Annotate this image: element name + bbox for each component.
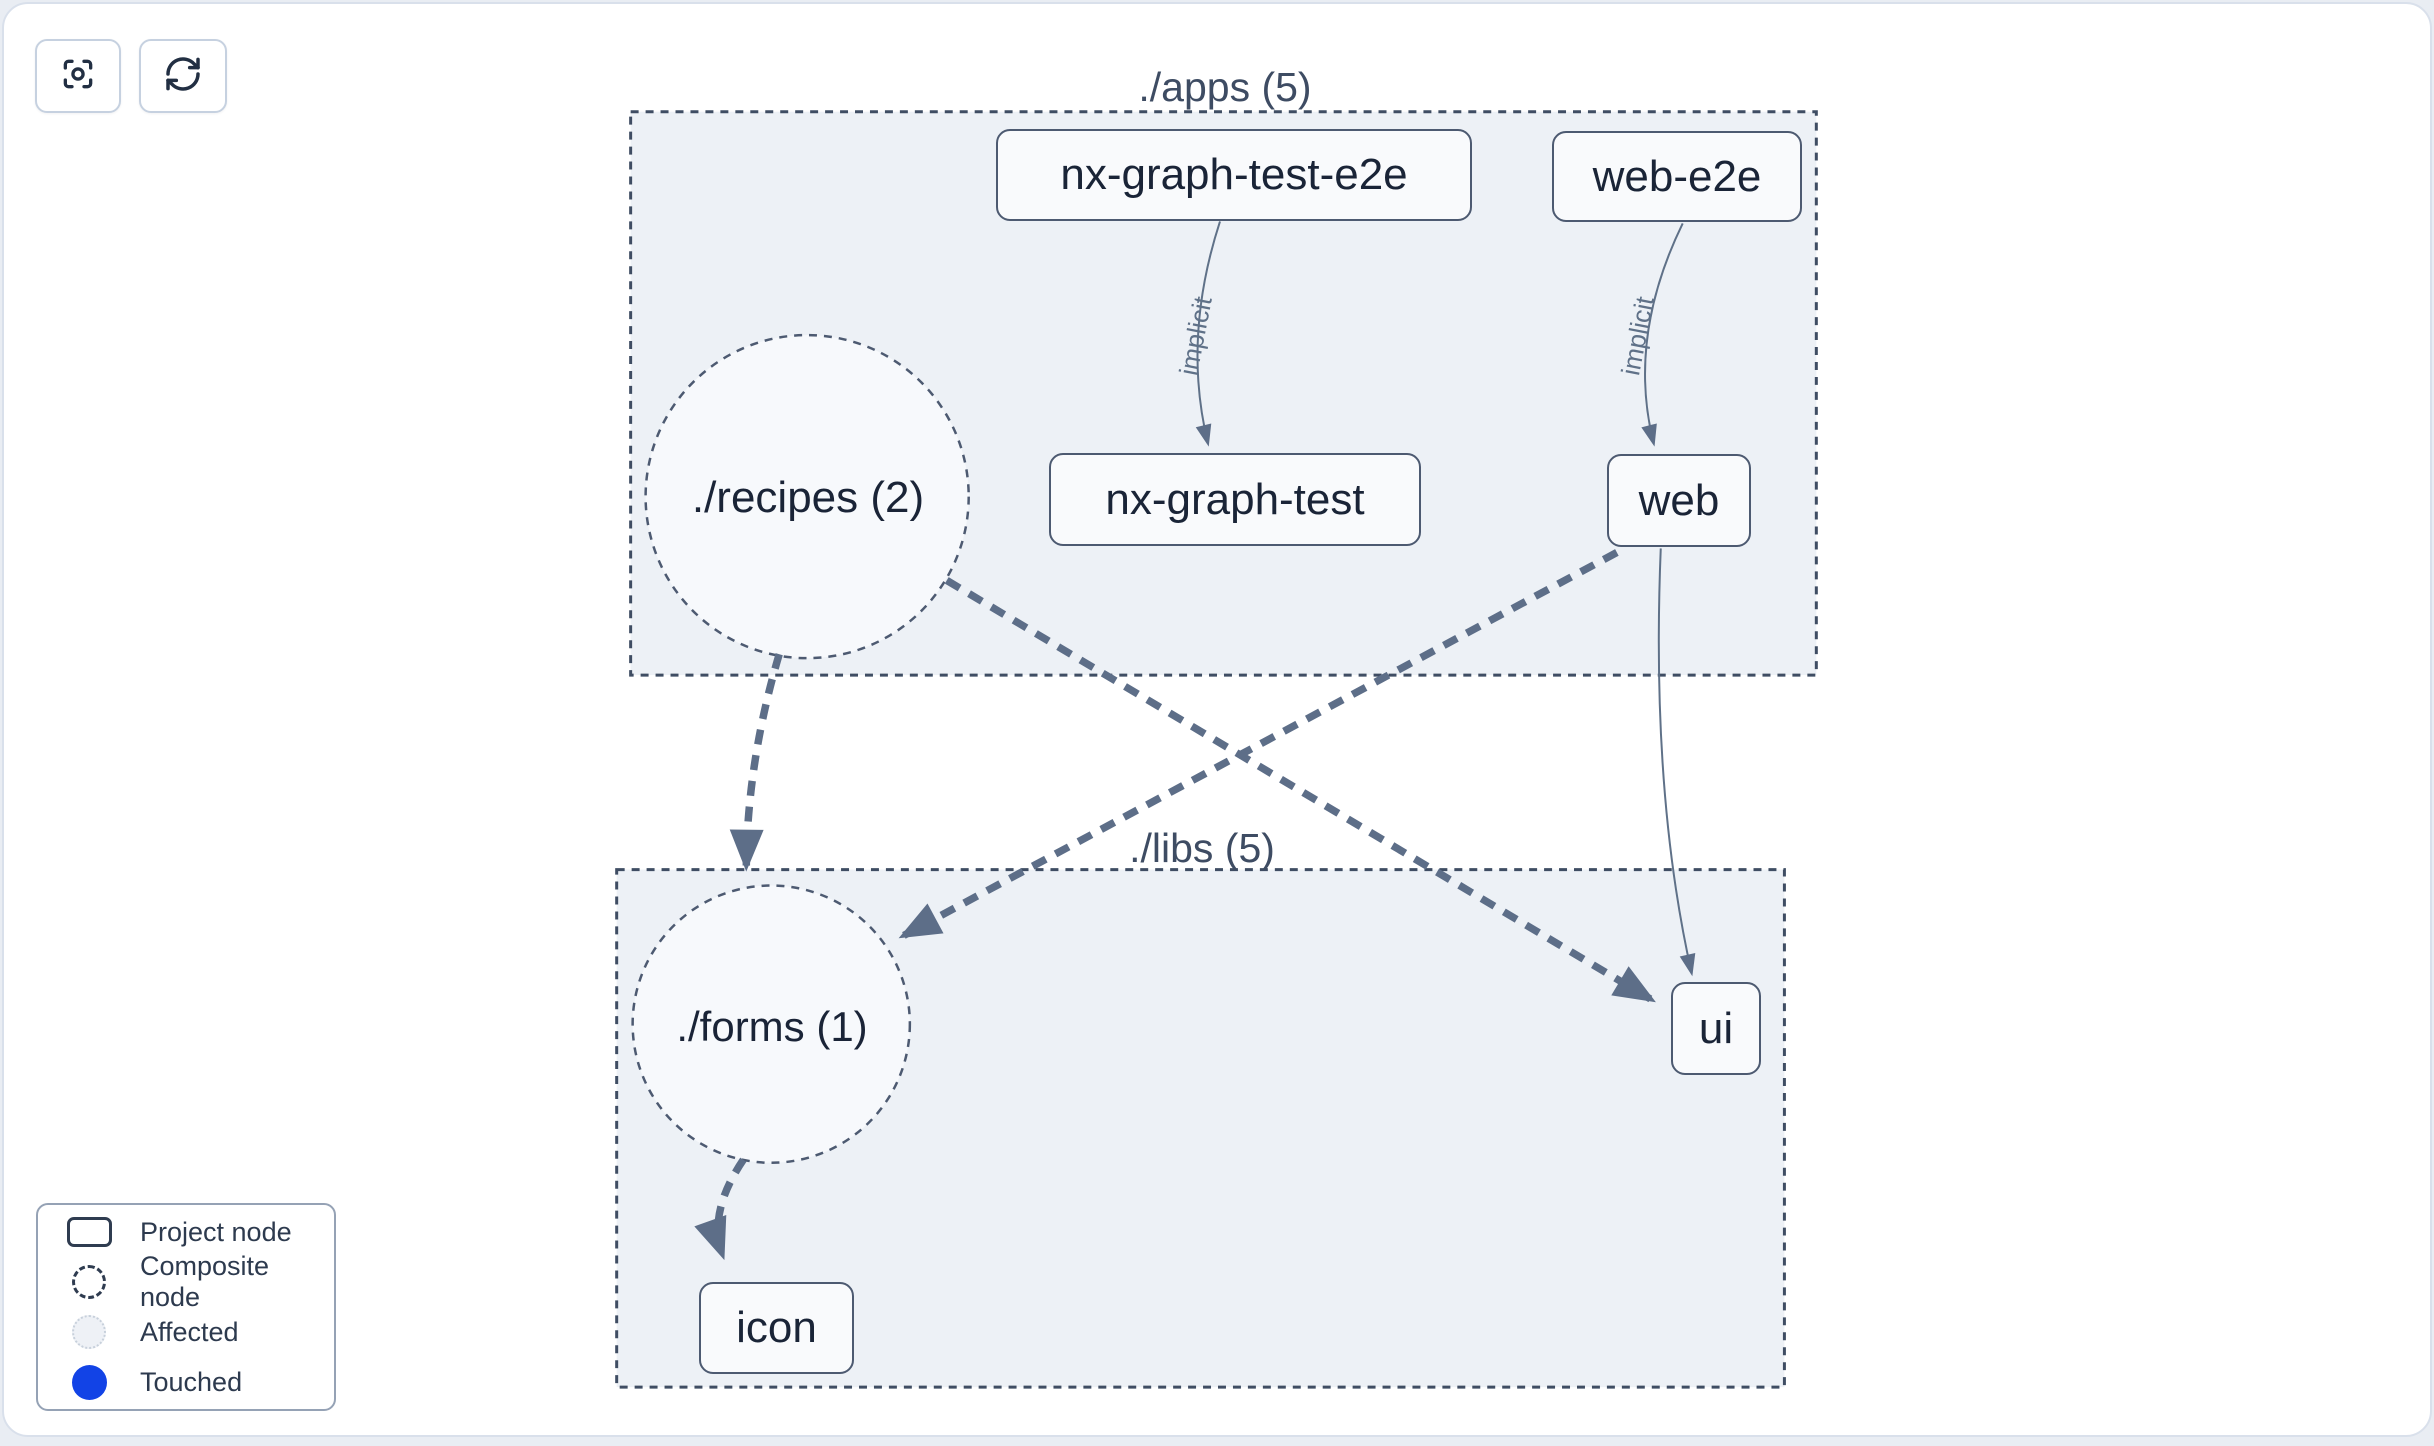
edge-web-to-ui bbox=[1657, 548, 1696, 977]
focus-icon bbox=[59, 55, 97, 98]
project-node-web-e2e[interactable]: web-e2e bbox=[1552, 131, 1802, 222]
edge-recipes-to-ui bbox=[944, 577, 1656, 1003]
affected-icon bbox=[72, 1315, 106, 1349]
edge-recipes-to-forms bbox=[729, 653, 783, 872]
focus-button[interactable] bbox=[35, 39, 121, 113]
touched-icon bbox=[71, 1364, 107, 1400]
graph-toolbar bbox=[35, 39, 227, 113]
legend-label: Touched bbox=[140, 1366, 243, 1397]
refresh-icon bbox=[163, 54, 203, 99]
refresh-button[interactable] bbox=[139, 39, 227, 113]
edge-web-to-forms bbox=[898, 549, 1619, 939]
legend-row-composite-node: Composite node bbox=[38, 1251, 334, 1312]
project-node-icon[interactable]: icon bbox=[699, 1282, 854, 1374]
project-node-nx-graph-test-e2e[interactable]: nx-graph-test-e2e bbox=[996, 129, 1472, 221]
edge-web-e2e-to-web bbox=[1641, 222, 1684, 447]
composite-node-icon bbox=[72, 1265, 106, 1299]
legend-row-touched: Touched bbox=[38, 1359, 334, 1405]
legend-row-project-node: Project node bbox=[38, 1209, 334, 1255]
group-title-libs: ./libs (5) bbox=[1129, 825, 1275, 871]
legend-label: Affected bbox=[140, 1316, 239, 1347]
project-node-nx-graph-test[interactable]: nx-graph-test bbox=[1049, 453, 1421, 546]
composite-node-forms[interactable] bbox=[631, 884, 912, 1165]
project-node-icon bbox=[66, 1217, 112, 1247]
legend-row-affected: Affected bbox=[38, 1309, 334, 1355]
legend-label: Composite node bbox=[140, 1251, 270, 1312]
composite-node-recipes[interactable] bbox=[644, 333, 970, 660]
edge-nx-graph-test-e2e-to-nx-graph-test bbox=[1195, 221, 1221, 447]
legend: Project node Composite node Affected Tou… bbox=[36, 1203, 336, 1411]
project-node-web[interactable]: web bbox=[1607, 454, 1751, 547]
group-title-apps: ./apps (5) bbox=[1138, 64, 1312, 110]
composite-label-recipes: ./recipes (2) bbox=[691, 473, 925, 522]
composite-label-forms: ./forms (1) bbox=[676, 1003, 868, 1050]
project-node-ui[interactable]: ui bbox=[1671, 982, 1761, 1075]
edge-forms-to-icon bbox=[694, 1157, 747, 1261]
legend-label: Project node bbox=[140, 1216, 292, 1247]
